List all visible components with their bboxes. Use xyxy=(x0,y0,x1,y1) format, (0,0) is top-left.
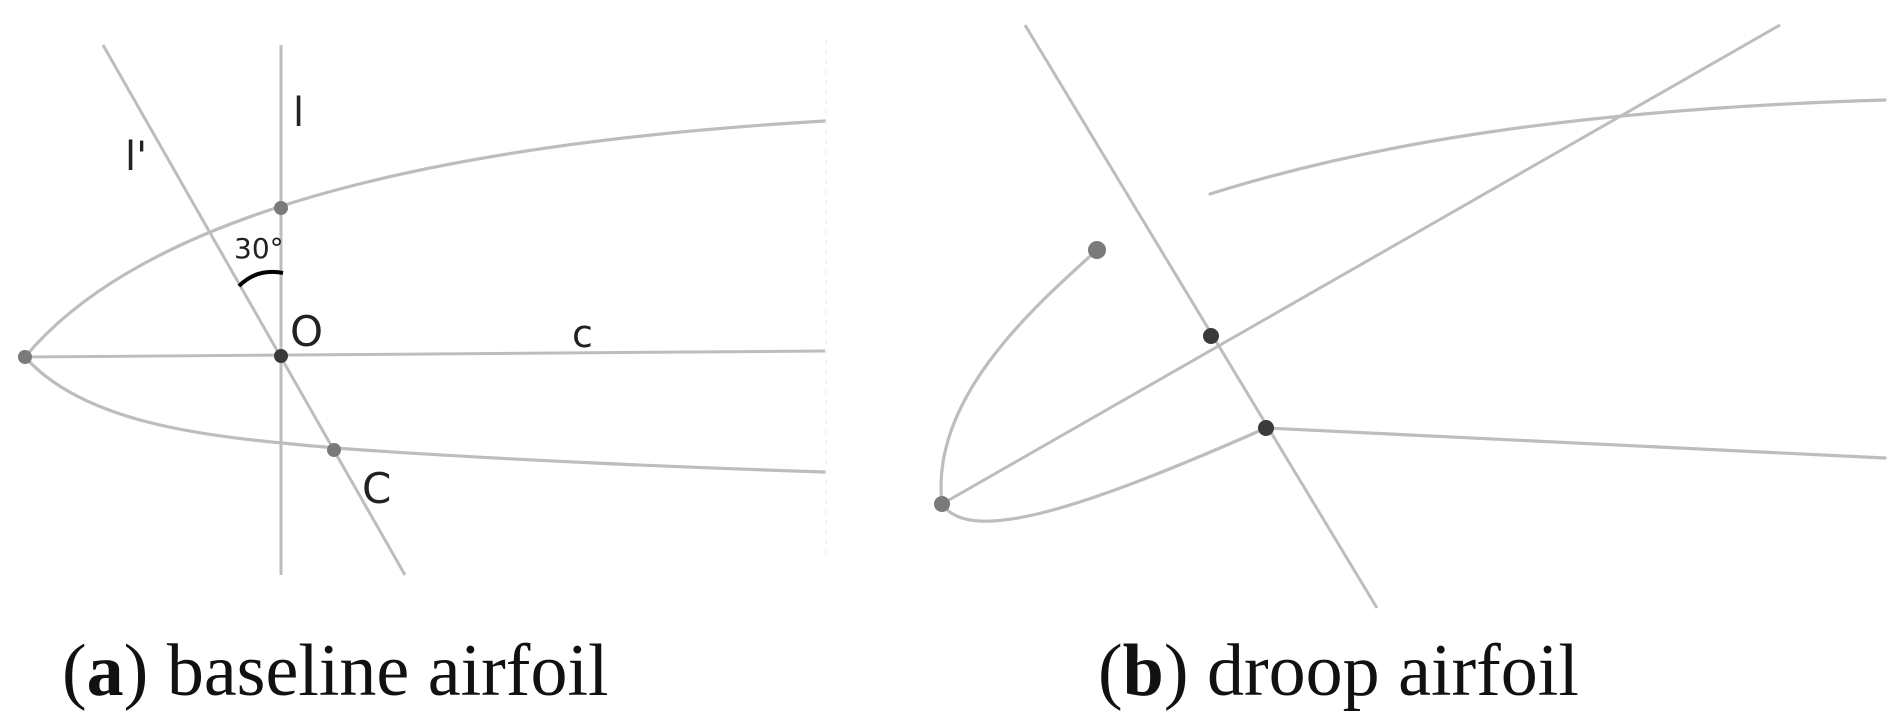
droop-airfoil-upper-surface xyxy=(1208,98,1887,196)
caption-b-letter: b xyxy=(1123,630,1164,712)
droop-leading-edge-curve xyxy=(939,248,1268,523)
droop-airfoil-lower-surface xyxy=(1264,426,1887,460)
droop-hinge-point xyxy=(1258,420,1274,436)
label-origin-o: O xyxy=(290,307,323,356)
origin-point xyxy=(274,349,288,363)
caption-a-letter: a xyxy=(87,630,124,712)
angle-arc xyxy=(237,269,284,288)
panel-a-baseline-airfoil: l l' 30° O c C xyxy=(18,44,827,576)
label-l: l xyxy=(293,90,304,136)
leading-edge-point xyxy=(18,350,32,364)
baseline-airfoil-lower-surface xyxy=(23,355,827,474)
label-angle-30: 30° xyxy=(234,232,284,265)
droop-tip-point xyxy=(1088,241,1106,259)
caption-a-text: baseline airfoil xyxy=(167,630,609,712)
label-chord-c: c xyxy=(572,312,593,356)
droop-leading-edge-point xyxy=(934,496,950,512)
panel-b-droop-airfoil xyxy=(934,23,1887,609)
caption-a: (a) baseline airfoil xyxy=(62,630,609,712)
caption-b: (b) droop airfoil xyxy=(1098,630,1579,712)
caption-b-text: droop airfoil xyxy=(1207,630,1579,712)
upper-surface-point xyxy=(274,201,288,215)
label-point-c: C xyxy=(362,464,391,513)
point-c xyxy=(327,443,341,457)
droop-reference-line xyxy=(1023,24,1379,609)
baseline-airfoil-upper-surface xyxy=(23,119,827,359)
droop-chord-line xyxy=(941,23,1781,506)
line-l-prime xyxy=(101,44,407,576)
droop-intersection-point xyxy=(1203,328,1219,344)
label-l-prime: l' xyxy=(125,134,147,180)
chord-line xyxy=(24,349,826,359)
